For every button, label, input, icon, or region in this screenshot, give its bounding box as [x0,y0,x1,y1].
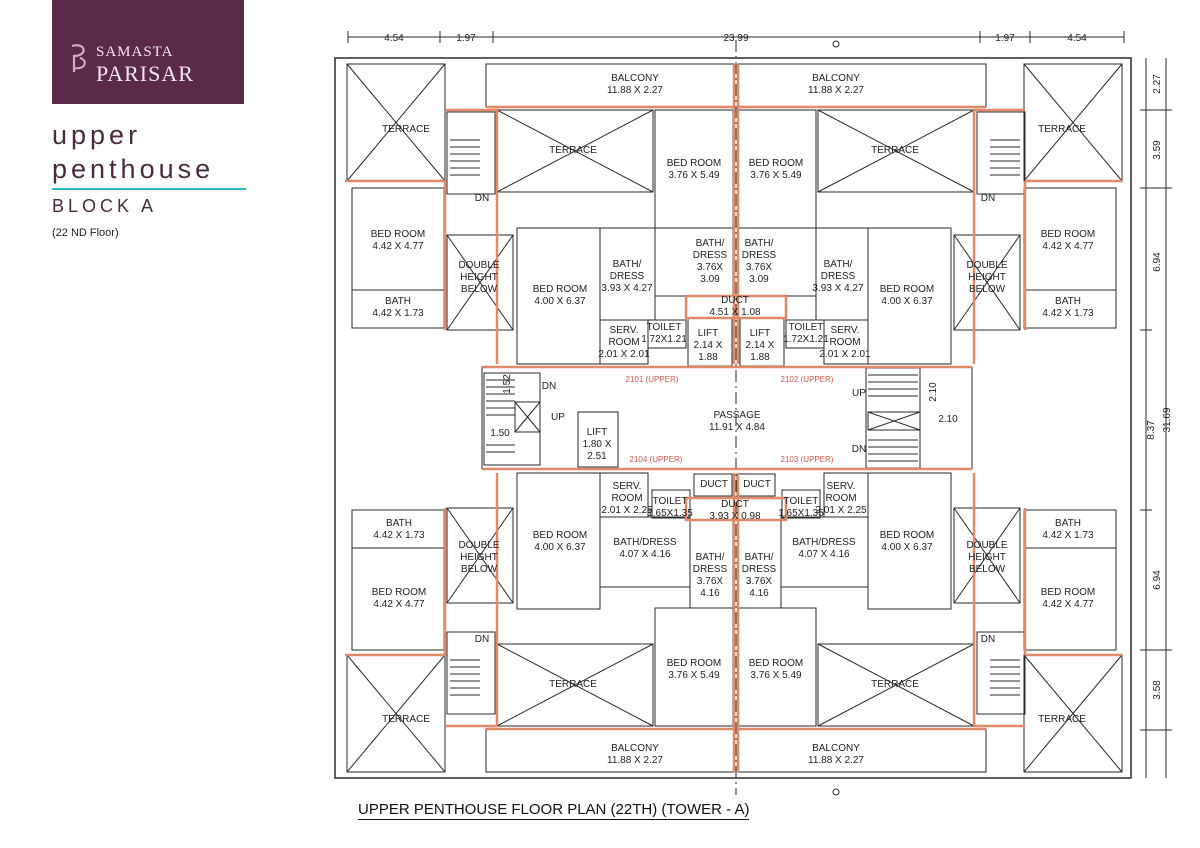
heading-line1: upper [52,120,142,150]
room-label-duct-b1: DUCT [700,479,728,490]
dimension-right: 3.58 [1152,680,1163,700]
dimension-stair-right: 2.10 [938,414,958,425]
dimension-top: 1.97 [456,33,476,44]
dimension-right: 6.94 [1152,252,1163,272]
dimension-right: 2.27 [1152,74,1163,94]
brand-name-line1: SAMASTA [96,44,174,60]
brand-name-line2: PARISAR [96,61,194,86]
room-label-terrace-tl-inner: TERRACE [549,145,597,156]
dimension-right: 6.94 [1152,570,1163,590]
brand-monogram-icon [71,44,86,72]
flat-number-label: 2101 (UPPER) [626,375,679,384]
floor-plan-caption: UPPER PENTHOUSE FLOOR PLAN (22TH) (TOWER… [358,801,750,820]
dimension-top: 23.99 [723,33,748,44]
dimension-right: 3.59 [1152,140,1163,160]
floor-label: (22 ND Floor) [52,227,119,239]
room-label-terrace-br-outer: TERRACE [1038,714,1086,725]
stair-label: UP [551,412,565,423]
flat-number-label: 2104 (UPPER) [630,455,683,464]
flat-number-label: 2103 (UPPER) [781,455,834,464]
stair-label: DN [981,193,995,204]
dimension-right: 31.69 [1162,407,1173,432]
stair-label: DN [852,444,866,455]
stair-label: DN [475,634,489,645]
heading-underline [52,188,246,190]
room-label-terrace-tr-inner: TERRACE [871,145,919,156]
dimension-stair-left: 1.50 [490,428,510,439]
dimension-top: 1.97 [995,33,1015,44]
room-label-duct-b2: DUCT [743,479,771,490]
room-label-terrace-bl-inner: TERRACE [549,679,597,690]
stair-label: DN [981,634,995,645]
dimension-stair-right: 2.10 [928,382,939,402]
dimension-stair-left: 1.52 [502,374,513,394]
room-label-terrace-tr-outer: TERRACE [1038,124,1086,135]
stair-label: DN [542,381,556,392]
dimension-top: 4.54 [384,33,404,44]
dimension-right: 8.37 [1146,420,1157,440]
dimension-top: 4.54 [1067,33,1087,44]
flat-number-label: 2102 (UPPER) [781,375,834,384]
brand-logo: SAMASTA PARISAR [52,0,244,104]
stair-label: DN [475,193,489,204]
heading-line2: penthouse [52,154,215,184]
room-label-terrace-tl-outer: TERRACE [382,124,430,135]
block-label: BLOCK A [52,196,158,216]
room-label-terrace-bl-outer: TERRACE [382,714,430,725]
room-label-terrace-br-inner: TERRACE [871,679,919,690]
stair-label: UP [852,388,866,399]
